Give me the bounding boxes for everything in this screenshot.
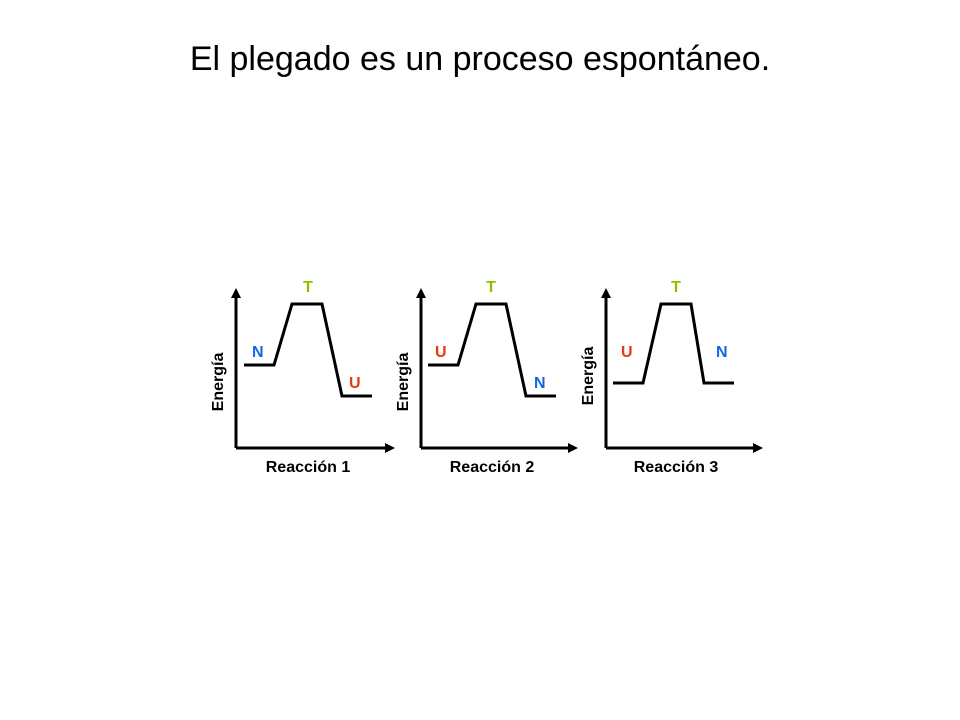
slide-title: El plegado es un proceso espontáneo. <box>189 40 771 78</box>
y-axis-label: Energía <box>580 347 597 406</box>
state-label-u: U <box>349 375 361 392</box>
state-label-u: U <box>621 344 633 361</box>
state-label-t: T <box>671 279 681 296</box>
energy-profile <box>613 302 734 385</box>
energy-profile <box>244 302 372 398</box>
state-label-t: T <box>303 279 313 296</box>
panel-reaction-3: Energía Reacción 3 U T N <box>580 279 763 476</box>
state-label-n: N <box>534 375 546 392</box>
state-label-u: U <box>435 344 447 361</box>
state-label-n: N <box>716 344 728 361</box>
state-label-n: N <box>252 344 264 361</box>
x-axis-label: Reacción 1 <box>266 459 351 476</box>
panel-reaction-1: Energía Reacción 1 N T U <box>210 279 395 476</box>
x-axis-label: Reacción 2 <box>450 459 535 476</box>
y-axis-label: Energía <box>210 353 227 412</box>
x-axis-label: Reacción 3 <box>634 459 719 476</box>
panel-reaction-2: Energía Reacción 2 U T N <box>395 279 578 476</box>
energy-profile <box>428 302 556 398</box>
state-label-t: T <box>486 279 496 296</box>
y-axis-label: Energía <box>395 353 412 412</box>
